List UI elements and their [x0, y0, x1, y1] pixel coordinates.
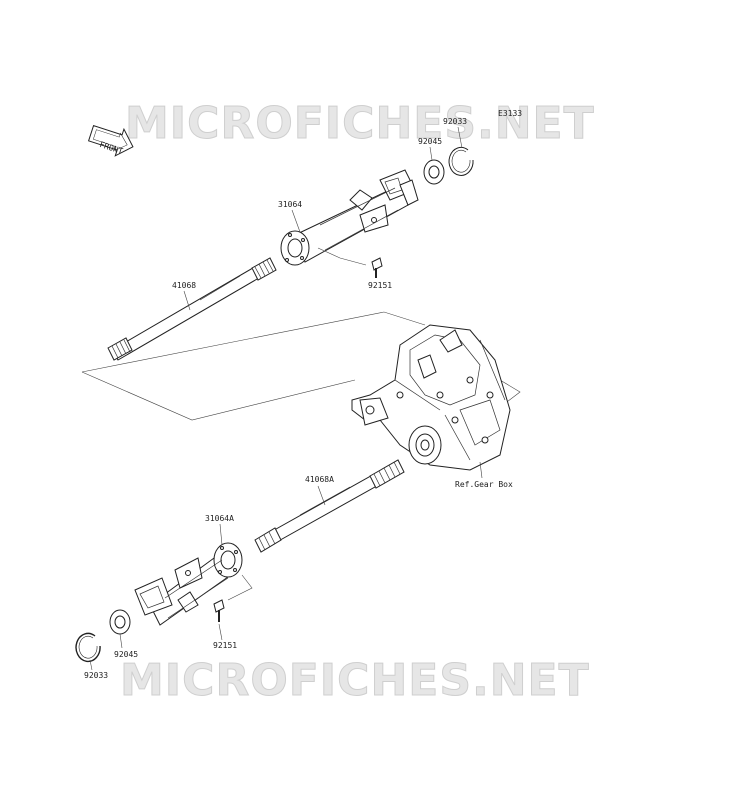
bolt-top — [371, 257, 383, 278]
watermark-bottom: MICROFICHES.NET — [120, 655, 590, 706]
figure-code: E3133 — [498, 109, 522, 118]
axle-housing-bottom — [134, 542, 243, 626]
retaining-ring-bottom — [75, 632, 101, 663]
label-ring-bottom: 92033 — [84, 671, 108, 680]
bearing-bottom — [109, 609, 131, 635]
label-housing-bottom: 31064A — [205, 514, 234, 523]
front-arrow-icon — [87, 124, 134, 157]
ref-gear-box-label: Ref.Gear Box — [455, 480, 513, 489]
watermark-top: MICROFICHES.NET — [125, 98, 595, 149]
label-bearing-top: 92045 — [418, 137, 442, 146]
label-housing-top: 31064 — [278, 200, 302, 209]
label-ring-top: 92033 — [443, 117, 467, 126]
bearing-top — [423, 159, 445, 185]
shaft-top — [107, 257, 277, 361]
label-bearing-bottom: 92045 — [114, 650, 138, 659]
label-bolt-top: 92151 — [368, 281, 392, 290]
shaft-bottom — [254, 459, 405, 553]
axle-housing-top — [280, 169, 419, 266]
label-bolt-bottom: 92151 — [213, 641, 237, 650]
bolt-bottom — [213, 599, 225, 622]
gear-box — [351, 324, 511, 471]
label-shaft-top: 41068 — [172, 281, 196, 290]
label-shaft-bottom: 41068A — [305, 475, 334, 484]
retaining-ring-top — [448, 146, 474, 176]
